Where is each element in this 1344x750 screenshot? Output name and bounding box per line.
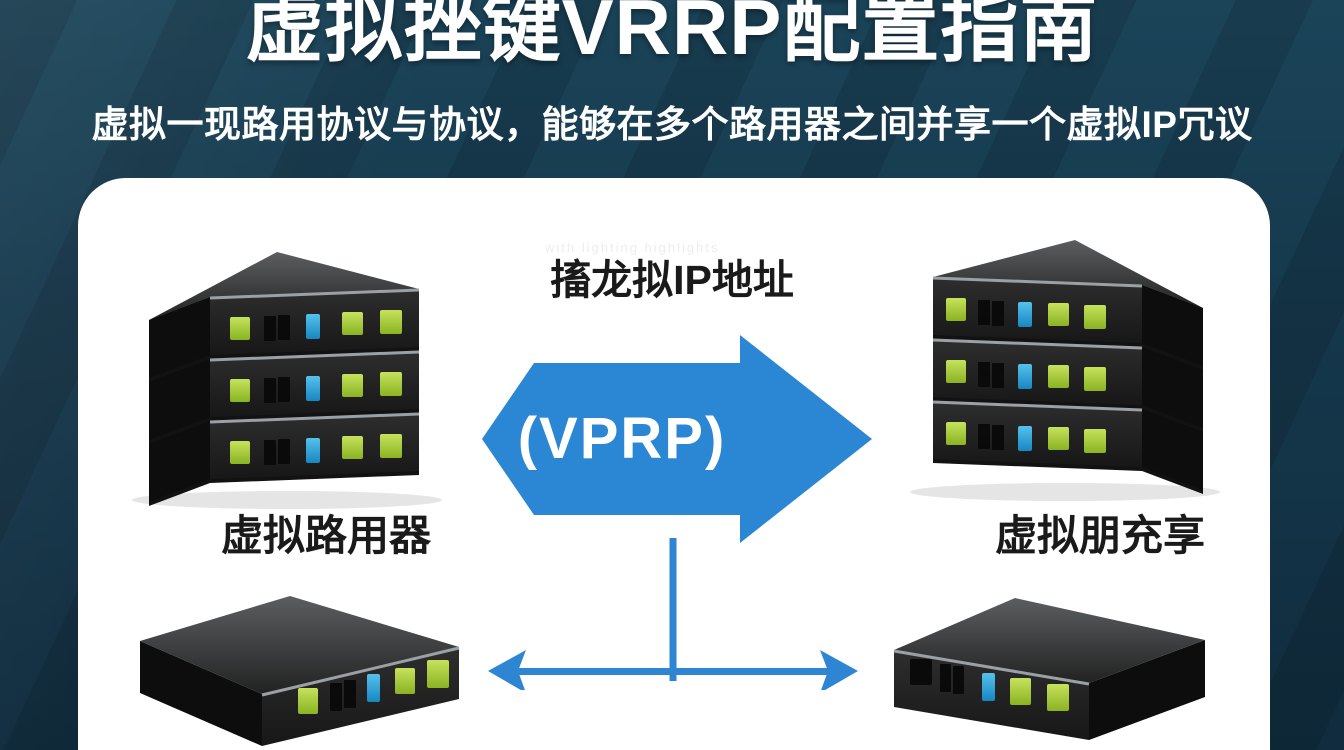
vrrp-arrow-shape: [482, 335, 872, 543]
vrrp-arrow-icon: (VPRP): [482, 333, 874, 545]
right-router-label: 虚拟朋充享: [994, 512, 1205, 559]
page-title: 虚拟挫键VRRP配置指南: [245, 0, 1099, 71]
page-subtitle: 虚拟一现路用协议与协议，能够在多个路用器之间并享一个虚拟IP冗议: [91, 104, 1253, 145]
watermark-text: with lighting highlights: [545, 240, 720, 255]
left-router-label: 虚拟路用器: [220, 512, 431, 559]
router-single-right-icon: [893, 598, 1205, 740]
virtual-ip-label: 搐龙拟IP地址: [550, 257, 794, 303]
router-stack-right-icon: [910, 240, 1220, 501]
router-single-left-icon: [140, 596, 460, 746]
vrrp-arrow-label: (VPRP): [517, 406, 727, 471]
router-stack-left-icon: [132, 252, 442, 509]
connector-arrows-icon: [488, 538, 858, 690]
